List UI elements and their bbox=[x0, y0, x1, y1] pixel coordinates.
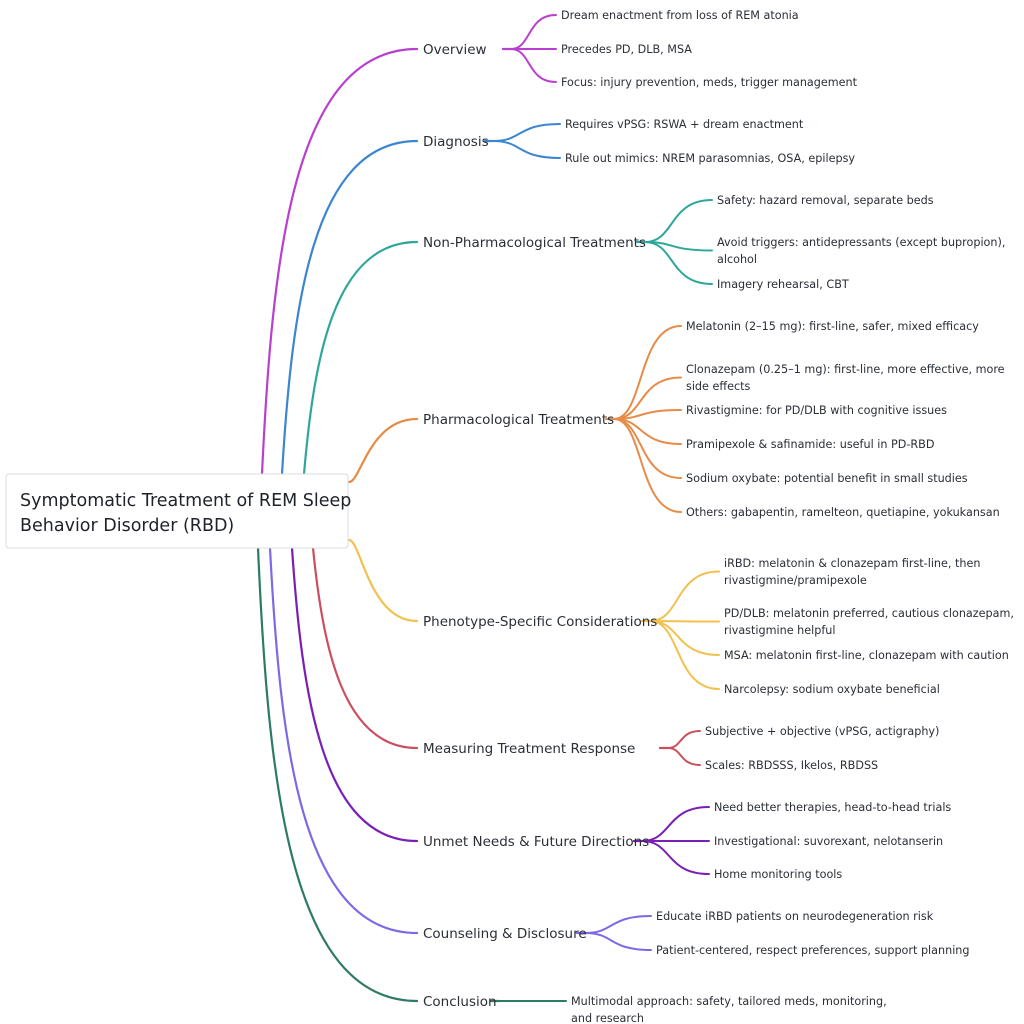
leaf-text-overview-1: Dream enactment from loss of REM atonia bbox=[561, 9, 799, 22]
leaf-text-unmet-needs-and-future-directions-1: Need better therapies, head-to-head tria… bbox=[714, 801, 951, 814]
connector-root-phenotype-specific-considerations bbox=[347, 538, 419, 623]
leaf-text-non-pharmacological-treatments-1: Safety: hazard removal, separate beds bbox=[717, 194, 934, 207]
leaf-text-diagnosis-1: Requires vPSG: RSWA + dream enactment bbox=[565, 118, 804, 131]
leaf-text-counseling-and-disclosure-1: Educate iRBD patients on neurodegenerati… bbox=[656, 910, 934, 923]
leaf-text-non-pharmacological-treatments-2-line-1: Avoid triggers: antidepressants (except … bbox=[717, 236, 1005, 249]
connector-non-pharmacological-treatments-leaf-3 bbox=[644, 241, 713, 285]
connector-root-measuring-treatment-response bbox=[311, 546, 419, 750]
connector-root-diagnosis bbox=[280, 139, 419, 476]
leaf-text-pharmacological-treatments-1: Melatonin (2–15 mg): first-line, safer, … bbox=[686, 320, 979, 333]
leaf-text-counseling-and-disclosure-2: Patient-centered, respect preferences, s… bbox=[656, 944, 970, 957]
root-node: Symptomatic Treatment of REM Sleep Behav… bbox=[5, 473, 351, 549]
branch-label-pharmacological-treatments: Pharmacological Treatments bbox=[423, 412, 614, 428]
connector-root-overview bbox=[260, 47, 419, 476]
branch-label-counseling-and-disclosure: Counseling & Disclosure bbox=[423, 926, 587, 942]
connector-diagnosis-leaf-2 bbox=[492, 140, 561, 159]
connector-counseling-and-disclosure-leaf-2 bbox=[584, 932, 652, 951]
connector-phenotype-specific-considerations-leaf-2 bbox=[649, 620, 720, 623]
root-box bbox=[5, 473, 349, 549]
leaf-text-phenotype-specific-considerations-3: MSA: melatonin first-line, clonazepam wi… bbox=[724, 649, 1009, 662]
leaf-text-non-pharmacological-treatments-3: Imagery rehearsal, CBT bbox=[717, 278, 849, 291]
leaf-text-phenotype-specific-considerations-1-line-1: iRBD: melatonin & clonazepam first-line,… bbox=[724, 557, 980, 570]
branch-label-phenotype-specific-considerations: Phenotype-Specific Considerations bbox=[423, 614, 657, 630]
leaf-text-overview-2: Precedes PD, DLB, MSA bbox=[561, 43, 692, 56]
connector-overview-leaf-3 bbox=[510, 48, 557, 83]
connector-counseling-and-disclosure-leaf-1 bbox=[584, 915, 652, 934]
leaf-text-measuring-treatment-response-1: Subjective + objective (vPSG, actigraphy… bbox=[705, 725, 939, 738]
leaf-text-phenotype-specific-considerations-2-line-2: rivastigmine helpful bbox=[724, 624, 835, 637]
leaf-text-pharmacological-treatments-3: Rivastigmine: for PD/DLB with cognitive … bbox=[686, 404, 947, 417]
leaf-text-diagnosis-2: Rule out mimics: NREM parasomnias, OSA, … bbox=[565, 152, 855, 165]
leaf-text-unmet-needs-and-future-directions-2: Investigational: suvorexant, nelotanseri… bbox=[714, 835, 943, 848]
connector-root-non-pharmacological-treatments bbox=[302, 240, 419, 476]
connector-layer bbox=[256, 14, 720, 1003]
root-title-line-1: Symptomatic Treatment of REM Sleep bbox=[20, 491, 351, 511]
connector-unmet-needs-and-future-directions-leaf-1 bbox=[641, 806, 710, 842]
connector-diagnosis-leaf-1 bbox=[492, 123, 561, 142]
connector-root-pharmacological-treatments bbox=[347, 417, 419, 484]
branch-label-non-pharmacological-treatments: Non-Pharmacological Treatments bbox=[423, 235, 646, 251]
leaf-text-phenotype-specific-considerations-4: Narcolepsy: sodium oxybate beneficial bbox=[724, 683, 940, 696]
connector-pharmacological-treatments-leaf-2 bbox=[613, 376, 682, 420]
branch-label-overview: Overview bbox=[423, 42, 487, 58]
branch-label-conclusion: Conclusion bbox=[423, 994, 497, 1010]
connector-pharmacological-treatments-leaf-5 bbox=[613, 418, 682, 479]
branch-label-measuring-treatment-response: Measuring Treatment Response bbox=[423, 741, 635, 757]
leaf-text-pharmacological-treatments-5: Sodium oxybate: potential benefit in sma… bbox=[686, 472, 968, 485]
connector-non-pharmacological-treatments-leaf-1 bbox=[644, 199, 713, 243]
leaf-text-non-pharmacological-treatments-2-line-2: alcohol bbox=[717, 253, 757, 266]
leaf-text-measuring-treatment-response-2: Scales: RBDSSS, Ikelos, RBDSS bbox=[705, 759, 878, 772]
branch-label-diagnosis: Diagnosis bbox=[423, 134, 489, 150]
leaf-text-pharmacological-treatments-2-line-1: Clonazepam (0.25–1 mg): first-line, more… bbox=[686, 363, 1005, 376]
node-layer: Overview Dream enactment from loss of REM… bbox=[423, 9, 1014, 1024]
connector-root-counseling-and-disclosure bbox=[268, 546, 419, 935]
connector-overview-leaf-1 bbox=[510, 14, 557, 50]
connector-root-unmet-needs-and-future-directions bbox=[290, 546, 419, 843]
connector-phenotype-specific-considerations-leaf-1 bbox=[649, 570, 720, 622]
leaf-text-pharmacological-treatments-4: Pramipexole & safinamide: useful in PD-R… bbox=[686, 438, 934, 451]
root-title-line-2: Behavior Disorder (RBD) bbox=[20, 516, 234, 536]
leaf-text-phenotype-specific-considerations-1-line-2: rivastigmine/pramipexole bbox=[724, 574, 867, 587]
connector-pharmacological-treatments-leaf-6 bbox=[613, 418, 682, 513]
leaf-text-pharmacological-treatments-2-line-2: side effects bbox=[686, 380, 750, 393]
leaf-text-pharmacological-treatments-6: Others: gabapentin, ramelteon, quetiapin… bbox=[686, 506, 1000, 519]
connector-phenotype-specific-considerations-leaf-4 bbox=[649, 620, 720, 690]
connector-measuring-treatment-response-leaf-2 bbox=[667, 747, 701, 766]
leaf-text-unmet-needs-and-future-directions-3: Home monitoring tools bbox=[714, 868, 842, 881]
branch-label-unmet-needs-and-future-directions: Unmet Needs & Future Directions bbox=[423, 834, 649, 850]
leaf-text-overview-3: Focus: injury prevention, meds, trigger … bbox=[561, 76, 858, 89]
connector-root-conclusion bbox=[256, 546, 419, 1003]
connector-unmet-needs-and-future-directions-leaf-3 bbox=[641, 840, 710, 875]
leaf-text-conclusion-1-line-1: Multimodal approach: safety, tailored me… bbox=[571, 995, 887, 1008]
connector-phenotype-specific-considerations-leaf-3 bbox=[649, 620, 720, 656]
leaf-text-phenotype-specific-considerations-2-line-1: PD/DLB: melatonin preferred, cautious cl… bbox=[724, 607, 1014, 620]
connector-pharmacological-treatments-leaf-1 bbox=[613, 325, 682, 420]
connector-measuring-treatment-response-leaf-1 bbox=[667, 730, 701, 749]
leaf-text-conclusion-1-line-2: and research bbox=[571, 1012, 644, 1024]
